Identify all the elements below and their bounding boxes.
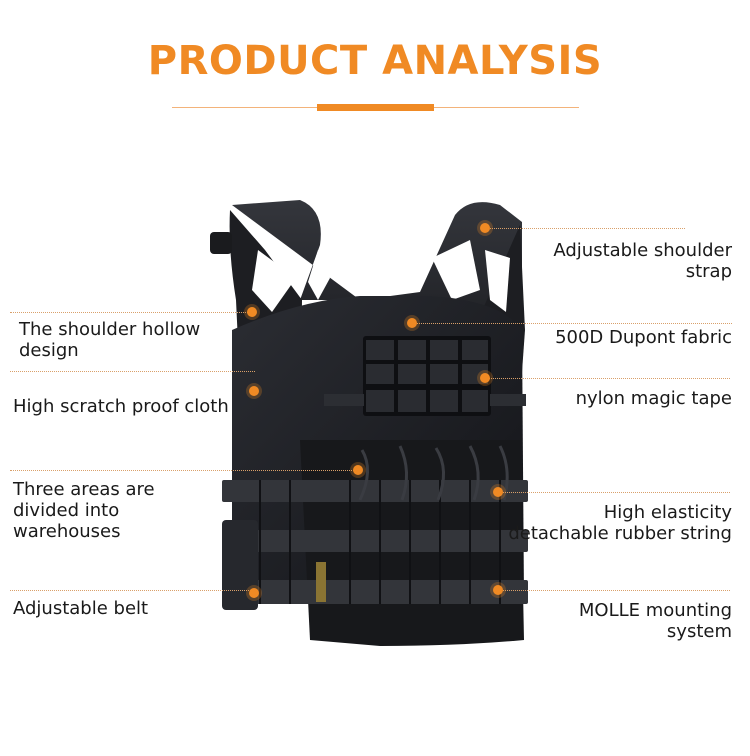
leader-line	[498, 590, 730, 591]
leader-line	[10, 590, 255, 591]
hotspot-shoulder-hollow	[247, 307, 257, 317]
hotspot-molle	[493, 585, 503, 595]
hotspot-dupont-fabric	[407, 318, 417, 328]
label-dupont-fabric: 500D Dupont fabric	[555, 327, 732, 348]
label-adjustable-belt: Adjustable belt	[13, 598, 149, 619]
hotspot-rubber-string	[493, 487, 503, 497]
title-accent-bar	[317, 104, 434, 111]
leader-line	[10, 470, 358, 471]
label-nylon-magic-tape: nylon magic tape	[575, 388, 732, 409]
page-title: PRODUCT ANALYSIS	[147, 38, 603, 84]
hotspot-adjustable-belt	[249, 588, 259, 598]
label-adjustable-shoulder-strap: Adjustable shoulder strap	[553, 240, 732, 282]
leader-line	[412, 323, 732, 324]
label-scratch-proof-cloth: High scratch proof cloth	[13, 396, 229, 417]
hotspot-three-areas	[353, 465, 363, 475]
label-three-areas: Three areas are divided into warehouses	[13, 479, 155, 542]
leader-line	[485, 228, 685, 229]
hotspot-shoulder-strap	[480, 223, 490, 233]
label-rubber-string: High elasticity detachable rubber string	[508, 502, 732, 544]
leader-line	[498, 492, 730, 493]
leader-line	[10, 312, 252, 313]
leader-line	[485, 378, 730, 379]
label-shoulder-hollow-design: The shoulder hollow design	[19, 319, 201, 361]
label-molle-system: MOLLE mounting system	[578, 600, 732, 642]
hotspot-scratch-proof	[249, 386, 259, 396]
leader-line	[10, 371, 255, 372]
hotspot-magic-tape	[480, 373, 490, 383]
